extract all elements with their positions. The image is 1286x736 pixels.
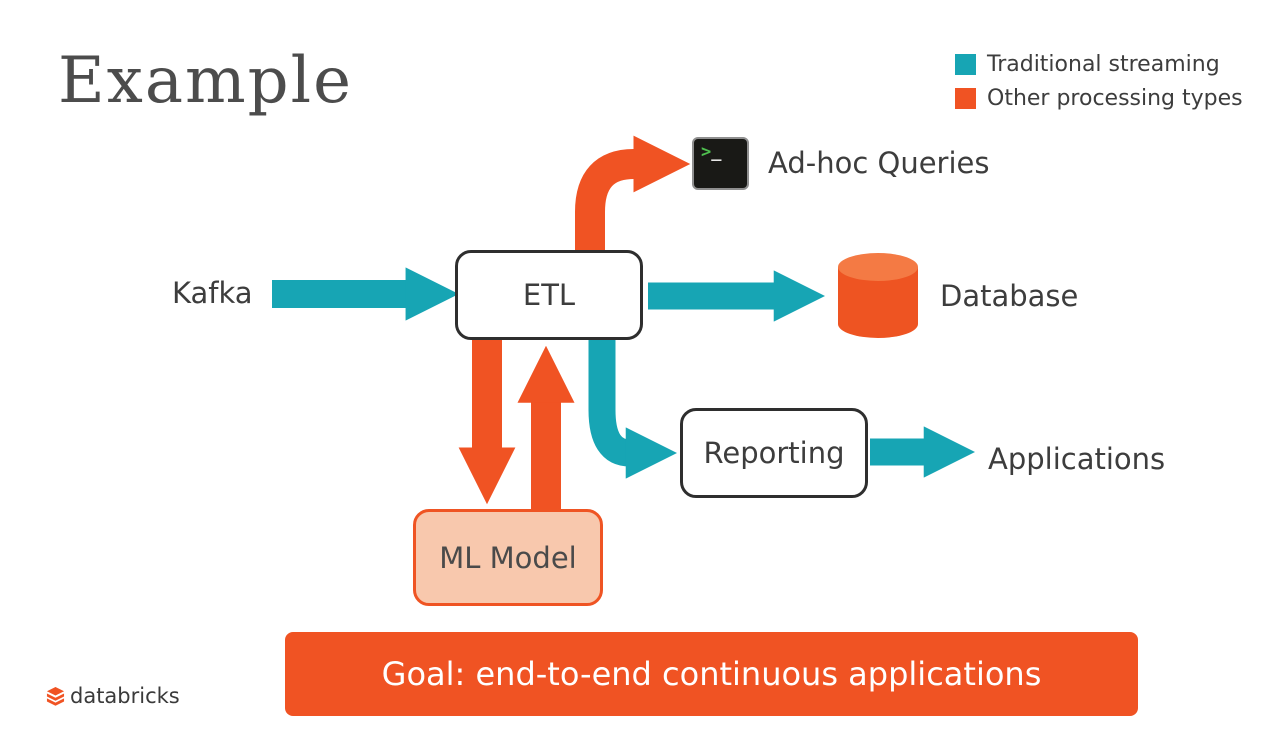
node-adhoc-queries-label: Ad-hoc Queries <box>768 146 990 180</box>
legend-swatch-orange-icon <box>955 88 976 109</box>
legend-label-other-processing: Other processing types <box>987 86 1243 111</box>
goal-banner: Goal: end-to-end continuous applications <box>285 632 1138 716</box>
node-etl-label: ETL <box>522 278 576 312</box>
node-ml-model: ML Model <box>413 509 603 606</box>
goal-banner-text: Goal: end-to-end continuous applications <box>381 655 1042 693</box>
legend-swatch-teal-icon <box>955 54 976 75</box>
arrow-etl-to-reporting <box>588 336 678 479</box>
legend-label-traditional-streaming: Traditional streaming <box>987 52 1220 77</box>
terminal-prompt-glyph: > <box>701 142 712 162</box>
database-cylinder-icon <box>833 251 923 341</box>
legend: Traditional streaming Other processing t… <box>955 52 1243 111</box>
node-reporting: Reporting <box>680 408 868 498</box>
node-etl: ETL <box>455 250 643 340</box>
terminal-icon: >_ <box>692 137 749 190</box>
node-ml-model-label: ML Model <box>439 540 577 575</box>
terminal-cursor-glyph: _ <box>711 142 722 162</box>
legend-item-other-processing: Other processing types <box>955 86 1243 111</box>
node-kafka-label: Kafka <box>172 276 253 310</box>
node-database-label: Database <box>940 279 1079 313</box>
databricks-bricks-icon <box>46 686 65 706</box>
legend-item-traditional-streaming: Traditional streaming <box>955 52 1243 77</box>
node-applications-label: Applications <box>988 442 1166 476</box>
arrow-etl-to-adhoc <box>575 135 691 270</box>
databricks-logo: databricks <box>46 684 180 708</box>
node-reporting-label: Reporting <box>703 436 845 470</box>
databricks-wordmark: databricks <box>70 684 180 708</box>
slide-title: Example <box>58 44 353 118</box>
